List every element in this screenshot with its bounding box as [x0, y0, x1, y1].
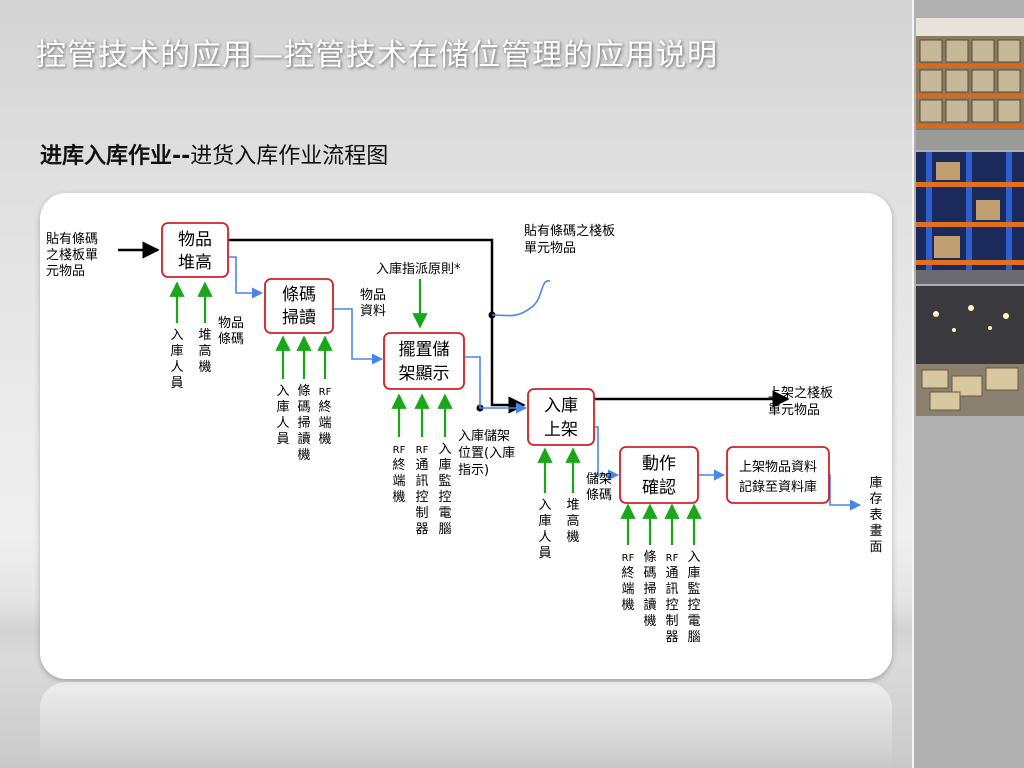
box-record-line2: 記錄至資料庫	[739, 479, 817, 495]
box-confirm-line2: 確認	[642, 478, 676, 498]
warehouse-photo-blue-racks	[916, 152, 1024, 284]
location-2: 位置(入庫	[458, 446, 515, 461]
shelf-barcode-2: 條碼	[586, 488, 612, 503]
resource-stack-0: 入庫人員	[170, 328, 183, 391]
box-display	[383, 332, 465, 390]
input-label-1: 貼有條碼	[46, 232, 98, 247]
slide-subtitle: 进库入库作业--进货入库作业流程图	[40, 138, 388, 170]
output-label-1: 上架之棧板	[768, 385, 833, 401]
resource-scan-1: 條碼掃讀機	[297, 384, 310, 463]
shelf-barcode-1: 儲架	[586, 472, 612, 487]
blue-callout-line	[491, 280, 551, 317]
item-data-2: 資料	[360, 304, 386, 319]
box-record	[726, 446, 830, 504]
warehouse-photo-floor	[916, 286, 1024, 416]
box-display-line2: 架顯示	[399, 364, 450, 384]
box-stack-line2: 堆高	[178, 253, 212, 273]
subtitle-bold: 进库入库作业--	[40, 144, 191, 169]
box-shelve-line1: 入庫	[544, 396, 578, 416]
blue-flow-scan-display	[332, 308, 384, 365]
blue-flow-stack-scan	[228, 256, 264, 299]
slide-title: 控管技术的应用—控管技术在储位管理的应用说明	[36, 38, 718, 73]
resource-shelve-0: 入庫人員	[538, 498, 551, 561]
box-confirm-line1: 動作	[642, 454, 676, 474]
input-label-2: 之棧板單	[46, 247, 98, 263]
blue-flow-display-shelve	[452, 356, 528, 414]
resource-confirm-3: 入庫監控電腦	[687, 550, 700, 645]
resource-display-2: 入庫監控電腦	[438, 442, 451, 537]
resource-shelve-1: 堆高機	[566, 498, 579, 545]
subtitle-normal: 进货入库作业流程图	[190, 144, 389, 169]
box-record-line1: 上架物品資料	[739, 460, 817, 475]
blue-flow-record-output	[826, 474, 862, 511]
inventory-screen-label: 庫存表畫面	[869, 476, 882, 555]
output-label-2: 單元物品	[768, 403, 820, 418]
input-label-3: 元物品	[46, 264, 85, 279]
box-confirm	[619, 446, 699, 504]
main-flow-line	[228, 238, 526, 414]
blue-flow-shelve-confirm	[594, 426, 620, 481]
location-3: 指示)	[458, 463, 489, 478]
item-data-1: 物品	[360, 288, 386, 303]
box-stack	[161, 222, 229, 278]
box-scan	[264, 278, 334, 334]
resource-scan-0: 入庫人員	[276, 384, 289, 447]
box-scan-line2: 掃讀	[282, 308, 316, 328]
top-right-label-1: 貼有條碼之棧板	[524, 223, 615, 239]
item-barcode-2: 條碼	[218, 332, 244, 347]
box-shelve	[527, 388, 595, 446]
box-scan-line1: 條碼	[282, 285, 316, 305]
flowchart-diagram: 物品 堆高 條碼 掃讀 擺置儲 架顯示 入庫 上架 動作 確認 上架物品資料 記…	[46, 222, 883, 645]
resource-confirm-1: 條碼掃讀機	[643, 550, 656, 629]
location-1: 入庫儲架	[458, 429, 510, 444]
resource-stack-1: 堆高機	[198, 328, 211, 375]
panel-reflection	[40, 682, 892, 768]
item-barcode-1: 物品	[218, 316, 244, 331]
warehouse-photo-racks	[916, 18, 1024, 150]
box-display-line1: 擺置儲	[399, 340, 450, 360]
box-shelve-line2: 上架	[544, 420, 578, 440]
top-right-label-2: 單元物品	[524, 241, 576, 256]
box-stack-line1: 物品	[178, 230, 212, 250]
assign-rule-label: 入庫指派原則*	[376, 262, 461, 277]
